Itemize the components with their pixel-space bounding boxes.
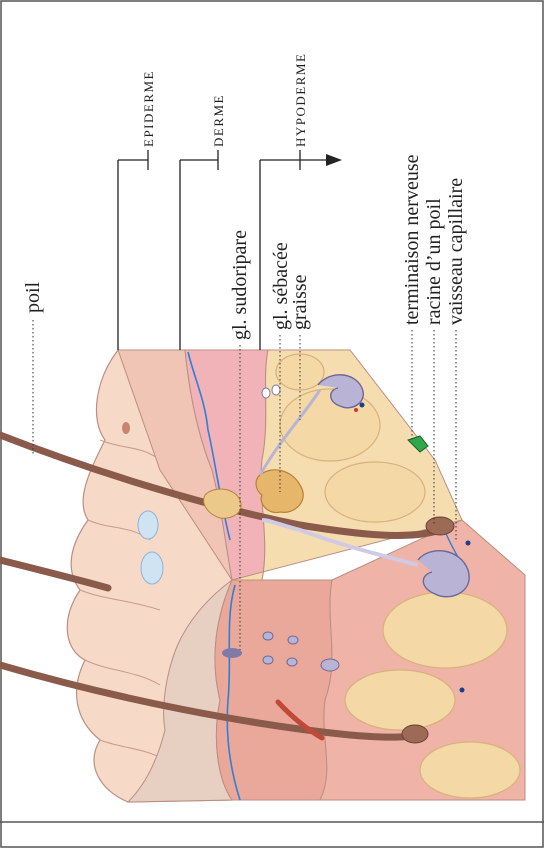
label-derme: DERME (211, 94, 226, 147)
fat-lobule (420, 742, 520, 798)
fat-lobule (345, 670, 455, 730)
label-poil: poil (22, 281, 44, 313)
gland-section (321, 659, 339, 671)
label-epiderme: EPIDERME (141, 70, 156, 147)
label-racine-poil: racine d’un poil (423, 198, 445, 325)
vessel-dot (360, 403, 365, 408)
pore (122, 422, 130, 434)
vessel-dot (466, 541, 471, 546)
label-graisse: graisse (289, 274, 311, 330)
vessel-dot (460, 688, 465, 693)
gland-section (222, 648, 242, 658)
hair-root (402, 725, 428, 743)
gland-section (288, 636, 298, 644)
sweat-droplet (138, 511, 158, 539)
gland-section (287, 658, 297, 666)
label-gl-sudoripare: gl. sudoripare (229, 230, 251, 340)
fat-lobule (383, 592, 507, 668)
gland-section (263, 632, 273, 640)
fat-lobule (325, 462, 425, 522)
label-terminaison-nerveuse: terminaison nerveuse (401, 154, 423, 325)
hair-root (426, 517, 454, 535)
gland-section (272, 385, 280, 395)
sweat-droplet (141, 552, 163, 584)
label-hypoderme: HYPODERME (293, 53, 308, 147)
vessel-dot (354, 408, 358, 412)
gland-section (262, 388, 270, 398)
gland-section (263, 656, 273, 664)
label-vaisseau-capillaire: vaisseau capillaire (445, 178, 467, 325)
